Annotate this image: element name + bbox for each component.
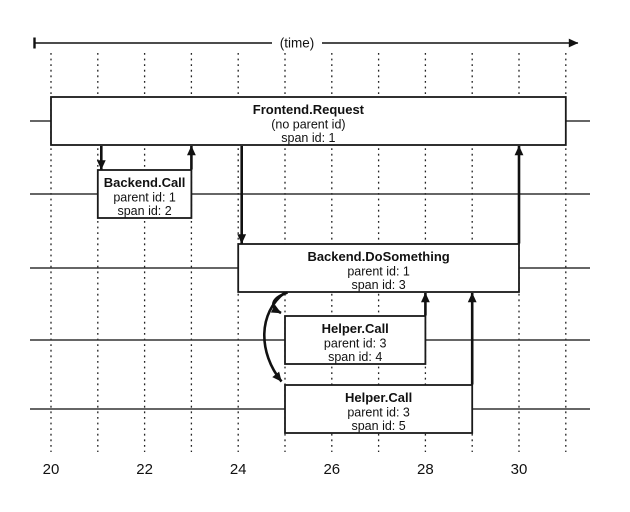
span-id: span id: 3 bbox=[351, 278, 405, 292]
span-title: Frontend.Request bbox=[253, 102, 365, 117]
span-parent-id: parent id: 1 bbox=[113, 191, 176, 205]
span-box-backend-call bbox=[96, 169, 193, 219]
span-box-backend-dosomething bbox=[237, 243, 520, 293]
span-id: span id: 5 bbox=[351, 419, 405, 433]
tick-labels-group: 20 22 24 26 28 30 bbox=[43, 461, 528, 478]
call-arrow-t25-to-helper-call-5 bbox=[263, 291, 286, 383]
span-box-helper-call-5 bbox=[284, 384, 474, 434]
tick-label-30: 30 bbox=[511, 461, 528, 478]
span-boxes-group: Frontend.Request(no parent id)span id: 1… bbox=[50, 96, 567, 434]
arrows-group bbox=[96, 145, 524, 385]
span-id: span id: 2 bbox=[117, 204, 171, 218]
span-id: span id: 1 bbox=[281, 131, 335, 145]
tick-label-24: 24 bbox=[230, 461, 247, 478]
span-parent-id: parent id: 3 bbox=[347, 406, 410, 420]
span-frontend-request: Frontend.Request(no parent id)span id: 1 bbox=[50, 96, 567, 146]
span-title: Helper.Call bbox=[322, 321, 389, 336]
span-box-helper-call-4 bbox=[284, 315, 427, 365]
span-box-frontend-request bbox=[50, 96, 567, 146]
tick-label-22: 22 bbox=[136, 461, 153, 478]
span-parent-id: (no parent id) bbox=[271, 118, 345, 132]
span-title: Backend.Call bbox=[104, 175, 186, 190]
span-parent-id: parent id: 3 bbox=[324, 337, 387, 351]
span-parent-id: parent id: 1 bbox=[347, 265, 410, 279]
axis-label: (time) bbox=[280, 36, 315, 51]
tick-label-20: 20 bbox=[43, 461, 60, 478]
span-id: span id: 4 bbox=[328, 350, 382, 364]
span-title: Helper.Call bbox=[345, 390, 412, 405]
tick-label-28: 28 bbox=[417, 461, 434, 478]
span-title: Backend.DoSomething bbox=[307, 249, 449, 264]
tick-label-26: 26 bbox=[323, 461, 340, 478]
time-axis: (time) bbox=[33, 36, 579, 51]
